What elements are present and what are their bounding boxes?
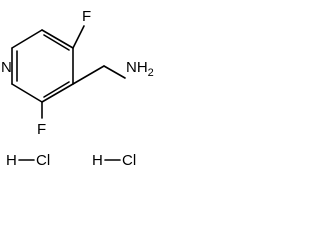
hcl-salt-1: H Cl [6,152,50,169]
fluorine-bottom-label: F [37,121,46,138]
bond-c2-c3 [41,29,74,49]
chemical-structure: N F F NH2 H Cl H Cl [1,8,154,169]
hcl-1-hydrogen: H [6,152,17,169]
hcl-2-chlorine: Cl [122,152,136,169]
substituent-bonds [41,25,126,119]
bond-c5-c6 [11,83,43,103]
fluorine-top-label: F [82,8,91,25]
bond-ch2-n [103,65,126,79]
bond-c3-f [72,25,85,49]
bond-c4-c5 [41,83,74,103]
amine-nh: NH [126,59,148,76]
amine-label: NH2 [126,59,154,79]
hcl-1-chlorine: Cl [36,152,50,169]
ring-nitrogen-label: N [1,59,12,76]
bond-n-c2 [11,29,43,49]
amine-subscript: 2 [148,67,154,79]
bond-c4-ch2 [72,65,105,85]
pyridine-ring [11,29,74,103]
bond-c4-c5-inner [43,81,70,98]
bond-c2-c3-inner [43,34,70,51]
hcl-salt-2: H Cl [92,152,136,169]
hcl-2-hydrogen: H [92,152,103,169]
